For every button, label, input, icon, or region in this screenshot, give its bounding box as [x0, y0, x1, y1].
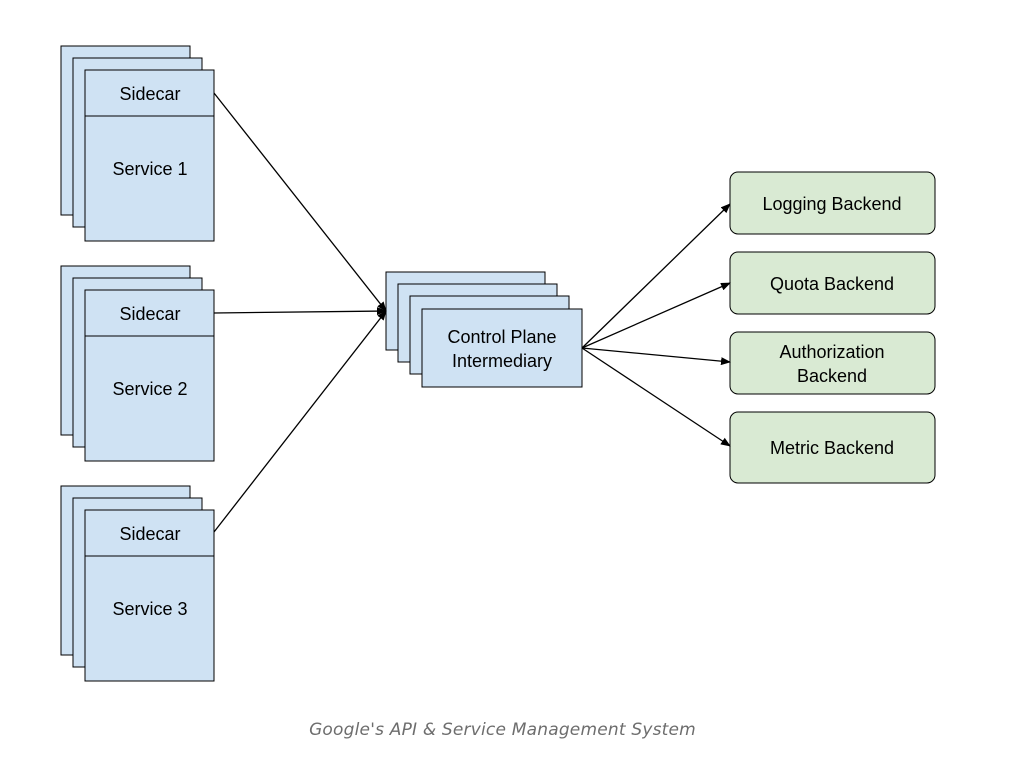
backend-label: Metric Backend	[770, 438, 894, 458]
backend-label-line2: Backend	[797, 366, 867, 386]
backend-authorization: Authorization Backend	[729, 331, 936, 395]
service-group-3: Sidecar Service 3	[60, 485, 215, 682]
sidecar-label: Sidecar	[119, 304, 180, 324]
service-box	[84, 115, 215, 242]
service-label: Service 3	[112, 599, 187, 619]
arrow-sidecar1-to-intermediary	[213, 92, 387, 312]
arrow-to-metric-backend	[581, 347, 731, 447]
intermediary-group: Control Plane Intermediary	[385, 271, 583, 388]
backend-quota: Quota Backend	[729, 251, 936, 315]
intermediary-label-line2: Intermediary	[452, 351, 552, 371]
backend-logging: Logging Backend	[729, 171, 936, 235]
sidecar-label: Sidecar	[119, 524, 180, 544]
arrow-to-authorization-backend	[581, 347, 731, 366]
sidecar-box	[84, 509, 215, 557]
backend-label-line1: Authorization	[779, 342, 884, 362]
service-label: Service 1	[112, 159, 187, 179]
arrow-sidecar2-to-intermediary	[213, 307, 387, 316]
backend-box	[729, 411, 936, 484]
backend-label: Quota Backend	[770, 274, 894, 294]
backend-box	[729, 171, 936, 235]
arrow-to-quota-backend	[581, 282, 731, 349]
service-group-1: Sidecar Service 1	[60, 45, 215, 242]
arrow-to-logging-backend	[581, 203, 731, 349]
service-label: Service 2	[112, 379, 187, 399]
backend-metric: Metric Backend	[729, 411, 936, 484]
intermediary-box	[421, 308, 583, 388]
service-group-2: Sidecar Service 2	[60, 265, 215, 462]
service-box	[84, 335, 215, 462]
arrow-sidecar3-to-intermediary	[213, 310, 387, 533]
sidecar-label: Sidecar	[119, 84, 180, 104]
intermediary-label-line1: Control Plane	[447, 327, 556, 347]
sidecar-box	[84, 69, 215, 117]
backend-label: Logging Backend	[762, 194, 901, 214]
service-box	[84, 555, 215, 682]
figure-caption: Google's API & Service Management System	[309, 720, 696, 740]
